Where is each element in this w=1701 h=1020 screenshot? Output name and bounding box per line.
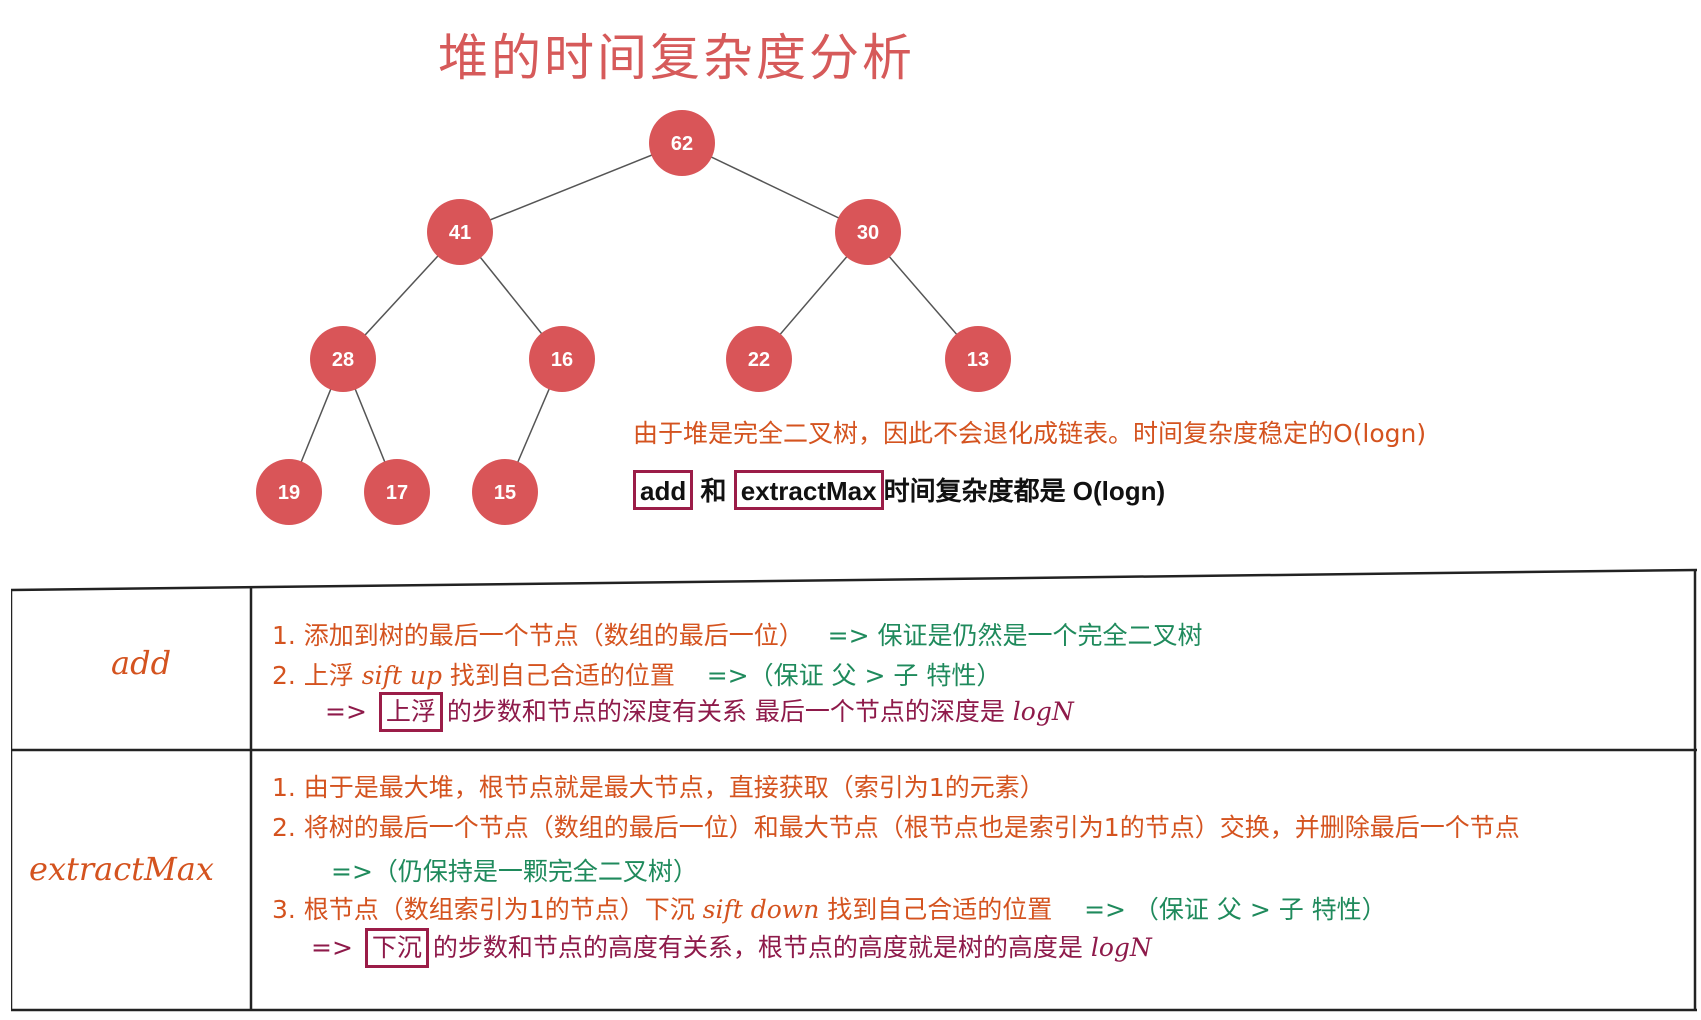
extract-step-2b: =>（仍保持是一颗完全二叉树）	[331, 857, 698, 886]
extract-step-2: 2. 将树的最后一个节点（数组的最后一位）和最大节点（根节点也是索引为1的节点）…	[272, 813, 1520, 842]
tree-node-circle	[364, 459, 430, 525]
extract-step-1: 1. 由于是最大堆，根节点就是最大节点，直接获取（索引为1的元素）	[272, 773, 1045, 802]
tree-node-62: 62	[649, 110, 715, 176]
siftdown-box: 下沉	[364, 928, 429, 968]
tree-node-label: 15	[494, 482, 516, 504]
extractmax-highlight: extractMax	[733, 470, 884, 510]
tree-node-circle	[256, 459, 322, 525]
tree-node-circle	[472, 459, 538, 525]
tree-node-30: 30	[835, 199, 901, 265]
tree-node-17: 17	[364, 459, 430, 525]
siftup-box: 上浮	[378, 692, 443, 732]
tree-node-label: 22	[748, 349, 770, 371]
tree-node-circle	[945, 326, 1011, 392]
tree-node-circle	[726, 326, 792, 392]
tree-nodes: 62 41 30 28 16 22 13 19 17 15	[256, 110, 1011, 525]
tree-node-label: 19	[278, 482, 300, 504]
tree-node-13: 13	[945, 326, 1011, 392]
tree-node-41: 41	[427, 199, 493, 265]
tree-node-22: 22	[726, 326, 792, 392]
row-label-extractmax: extractMax	[29, 850, 214, 888]
tree-node-15: 15	[472, 459, 538, 525]
tree-node-label: 16	[551, 349, 573, 371]
table-grid	[11, 568, 1697, 1012]
tree-node-label: 28	[332, 349, 354, 371]
tree-node-label: 17	[386, 482, 408, 504]
add-highlight: add	[633, 470, 694, 510]
heap-tree-diagram: 62 41 30 28 16 22 13 19 17 15	[256, 110, 1011, 525]
add-step-3: => 上浮的步数和节点的深度有关系 最后一个节点的深度是 logN	[325, 692, 1074, 732]
add-step-2: 2. 上浮 sift up 找到自己合适的位置 =>（保证 父 > 子 特性）	[272, 661, 1002, 690]
tree-node-circle	[427, 199, 493, 265]
and-text: 和	[700, 476, 727, 506]
row-label-add: add	[111, 644, 172, 682]
tree-node-label: 30	[857, 222, 879, 244]
tree-node-label: 41	[449, 222, 471, 244]
operations-table: add 1. 添加到树的最后一个节点（数组的最后一位） => 保证是仍然是一个完…	[11, 568, 1697, 1012]
tree-node-circle	[310, 326, 376, 392]
tree-node-label: 13	[967, 349, 989, 371]
tree-edge	[681, 142, 869, 233]
extract-step-3: 3. 根节点（数组索引为1的节点）下沉 sift down 找到自己合适的位置 …	[272, 895, 1387, 924]
tree-edge	[459, 142, 683, 233]
tree-node-16: 16	[529, 326, 595, 392]
tree-node-circle	[835, 199, 901, 265]
tree-node-circle	[529, 326, 595, 392]
tree-node-circle	[649, 110, 715, 176]
tree-node-label: 62	[671, 133, 693, 155]
add-step-1: 1. 添加到树的最后一个节点（数组的最后一位） => 保证是仍然是一个完全二叉树	[272, 621, 1203, 650]
tree-node-28: 28	[310, 326, 376, 392]
tree-node-19: 19	[256, 459, 322, 525]
summary-rest: 时间复杂度都是 O(logn)	[883, 476, 1166, 506]
complexity-note: 由于堆是完全二叉树，因此不会退化成链表。时间复杂度稳定的O(logn)	[633, 419, 1427, 448]
page-title: 堆的时间复杂度分析	[438, 29, 915, 87]
extract-step-4: => 下沉的步数和节点的高度有关系，根节点的高度就是树的高度是 logN	[311, 928, 1152, 968]
